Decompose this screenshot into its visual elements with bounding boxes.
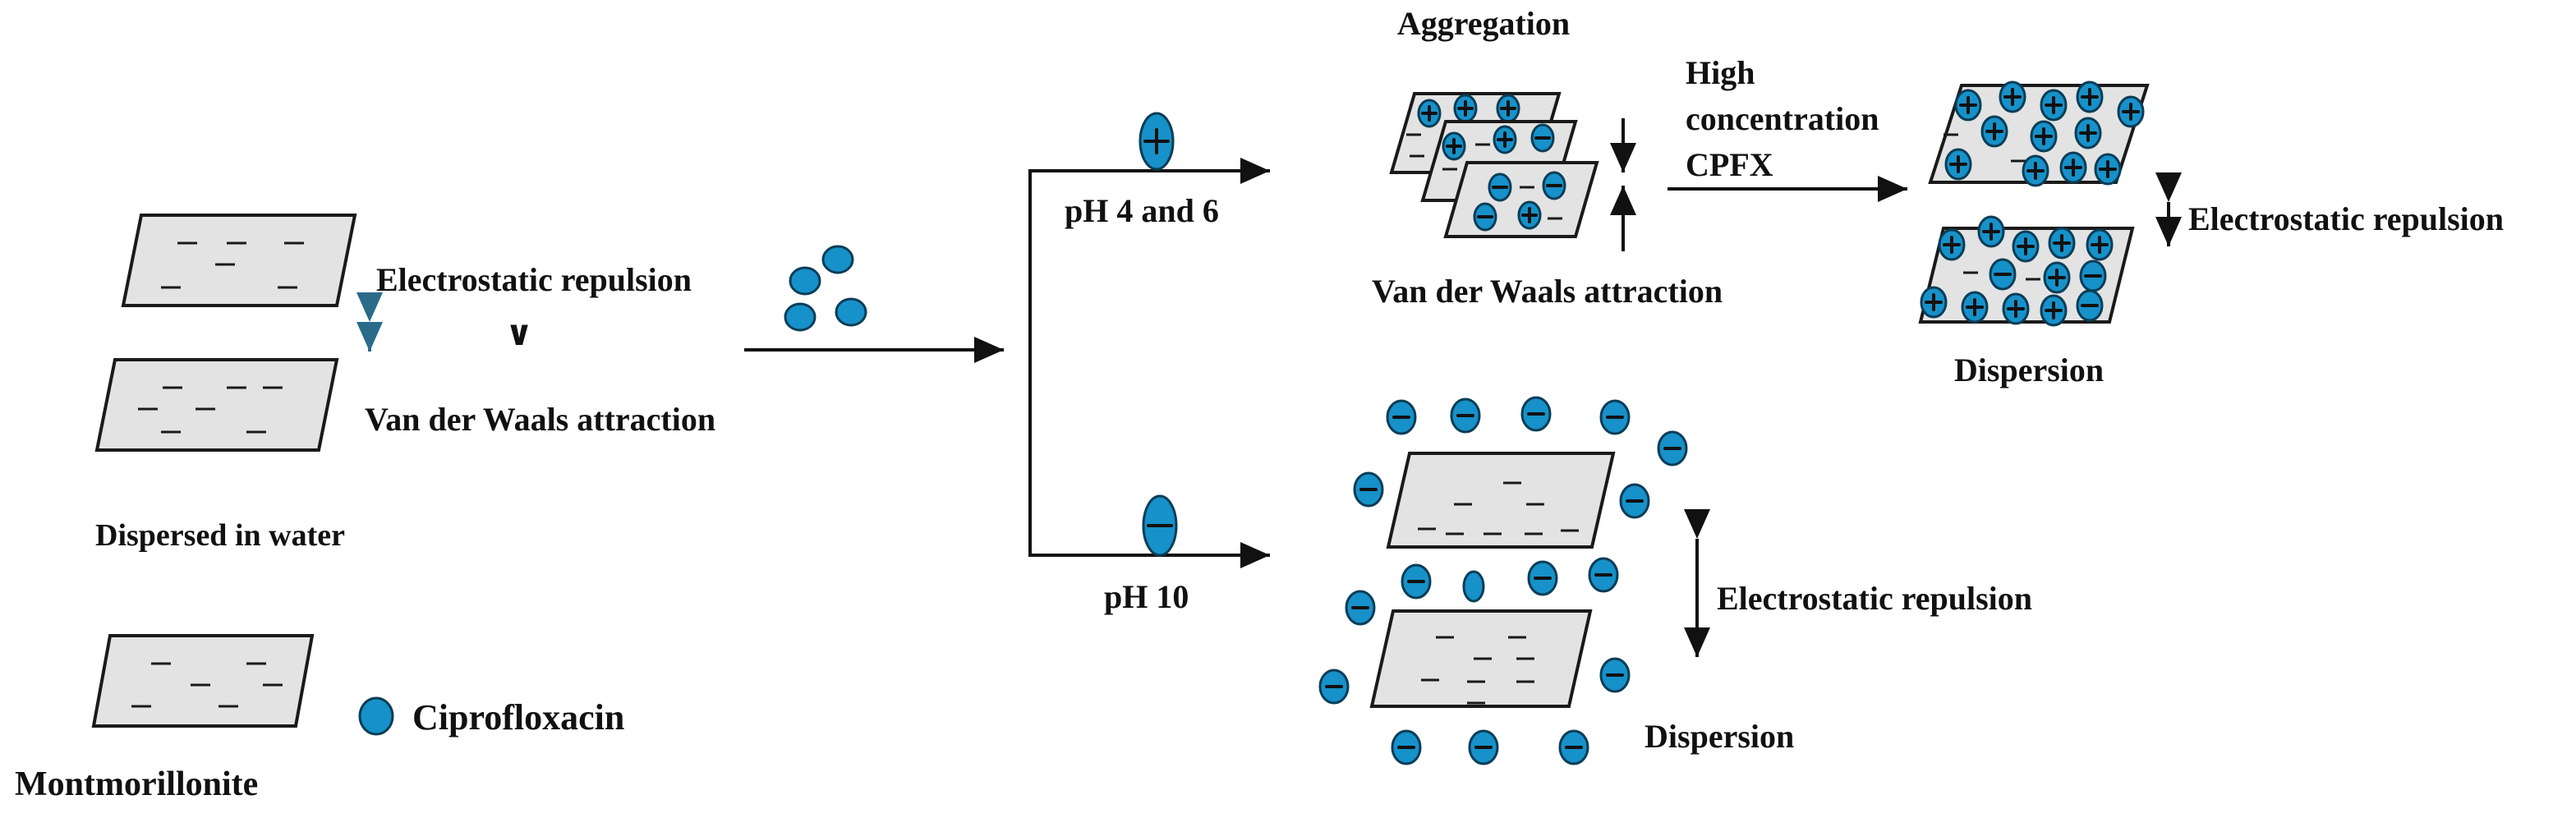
dispersed-sheet-bottom-right bbox=[1918, 215, 2135, 327]
label-dispersion-bottom: Dispersion bbox=[1644, 718, 1794, 755]
label-electrostatic-repulsion-right: Electrostatic repulsion bbox=[2188, 200, 2504, 237]
label-electrostatic-repulsion-bottom: Electrostatic repulsion bbox=[1717, 580, 2032, 617]
legend-ciprofloxacin-icon bbox=[358, 696, 394, 736]
label-van-der-waals-left: Van der Waals attraction bbox=[365, 401, 715, 438]
label-ph-10: pH 10 bbox=[1104, 578, 1189, 615]
dispersed-sheet-top-right bbox=[1928, 80, 2150, 187]
label-aggregation: Aggregation bbox=[1397, 5, 1570, 42]
label-ph-4-6: pH 4 and 6 bbox=[1065, 192, 1219, 229]
ciprofloxacin-molecule bbox=[789, 266, 821, 296]
legend-label-ciprofloxacin: Ciprofloxacin bbox=[412, 697, 624, 738]
negative-ciprofloxacin-ion bbox=[1142, 494, 1178, 557]
negative-ions-around-bottom-sheets bbox=[1318, 396, 1688, 765]
label-high-concentration-line2: concentration bbox=[1686, 100, 1879, 137]
montmorillonite-sheet-bottom bbox=[94, 358, 339, 452]
montmorillonite-sheet-top bbox=[121, 214, 357, 307]
label-high-concentration-line1: High bbox=[1686, 54, 1755, 91]
ciprofloxacin-molecule bbox=[784, 302, 816, 332]
ciprofloxacin-molecule bbox=[821, 245, 854, 274]
label-van-der-waals-mid: Van der Waals attraction bbox=[1372, 273, 1723, 310]
legend-montmorillonite-sheet bbox=[91, 634, 315, 728]
label-greater-than: ∨ bbox=[505, 315, 533, 353]
dispersed-sheet-bottom-upper bbox=[1386, 452, 1616, 549]
dispersed-sheet-bottom-lower bbox=[1369, 609, 1593, 708]
legend-label-montmorillonite: Montmorillonite bbox=[15, 765, 258, 803]
ciprofloxacin-cluster bbox=[784, 245, 867, 332]
positive-ciprofloxacin-ion bbox=[1138, 112, 1175, 171]
ciprofloxacin-molecule bbox=[835, 297, 867, 327]
aggregated-sheet-3 bbox=[1443, 161, 1599, 238]
label-dispersed-in-water: Dispersed in water bbox=[95, 518, 345, 553]
label-electrostatic-repulsion-left: Electrostatic repulsion bbox=[376, 261, 692, 298]
label-dispersion-top: Dispersion bbox=[1954, 352, 2104, 388]
label-high-concentration-line3: CPFX bbox=[1686, 146, 1773, 183]
branch-bracket bbox=[1028, 158, 1270, 568]
